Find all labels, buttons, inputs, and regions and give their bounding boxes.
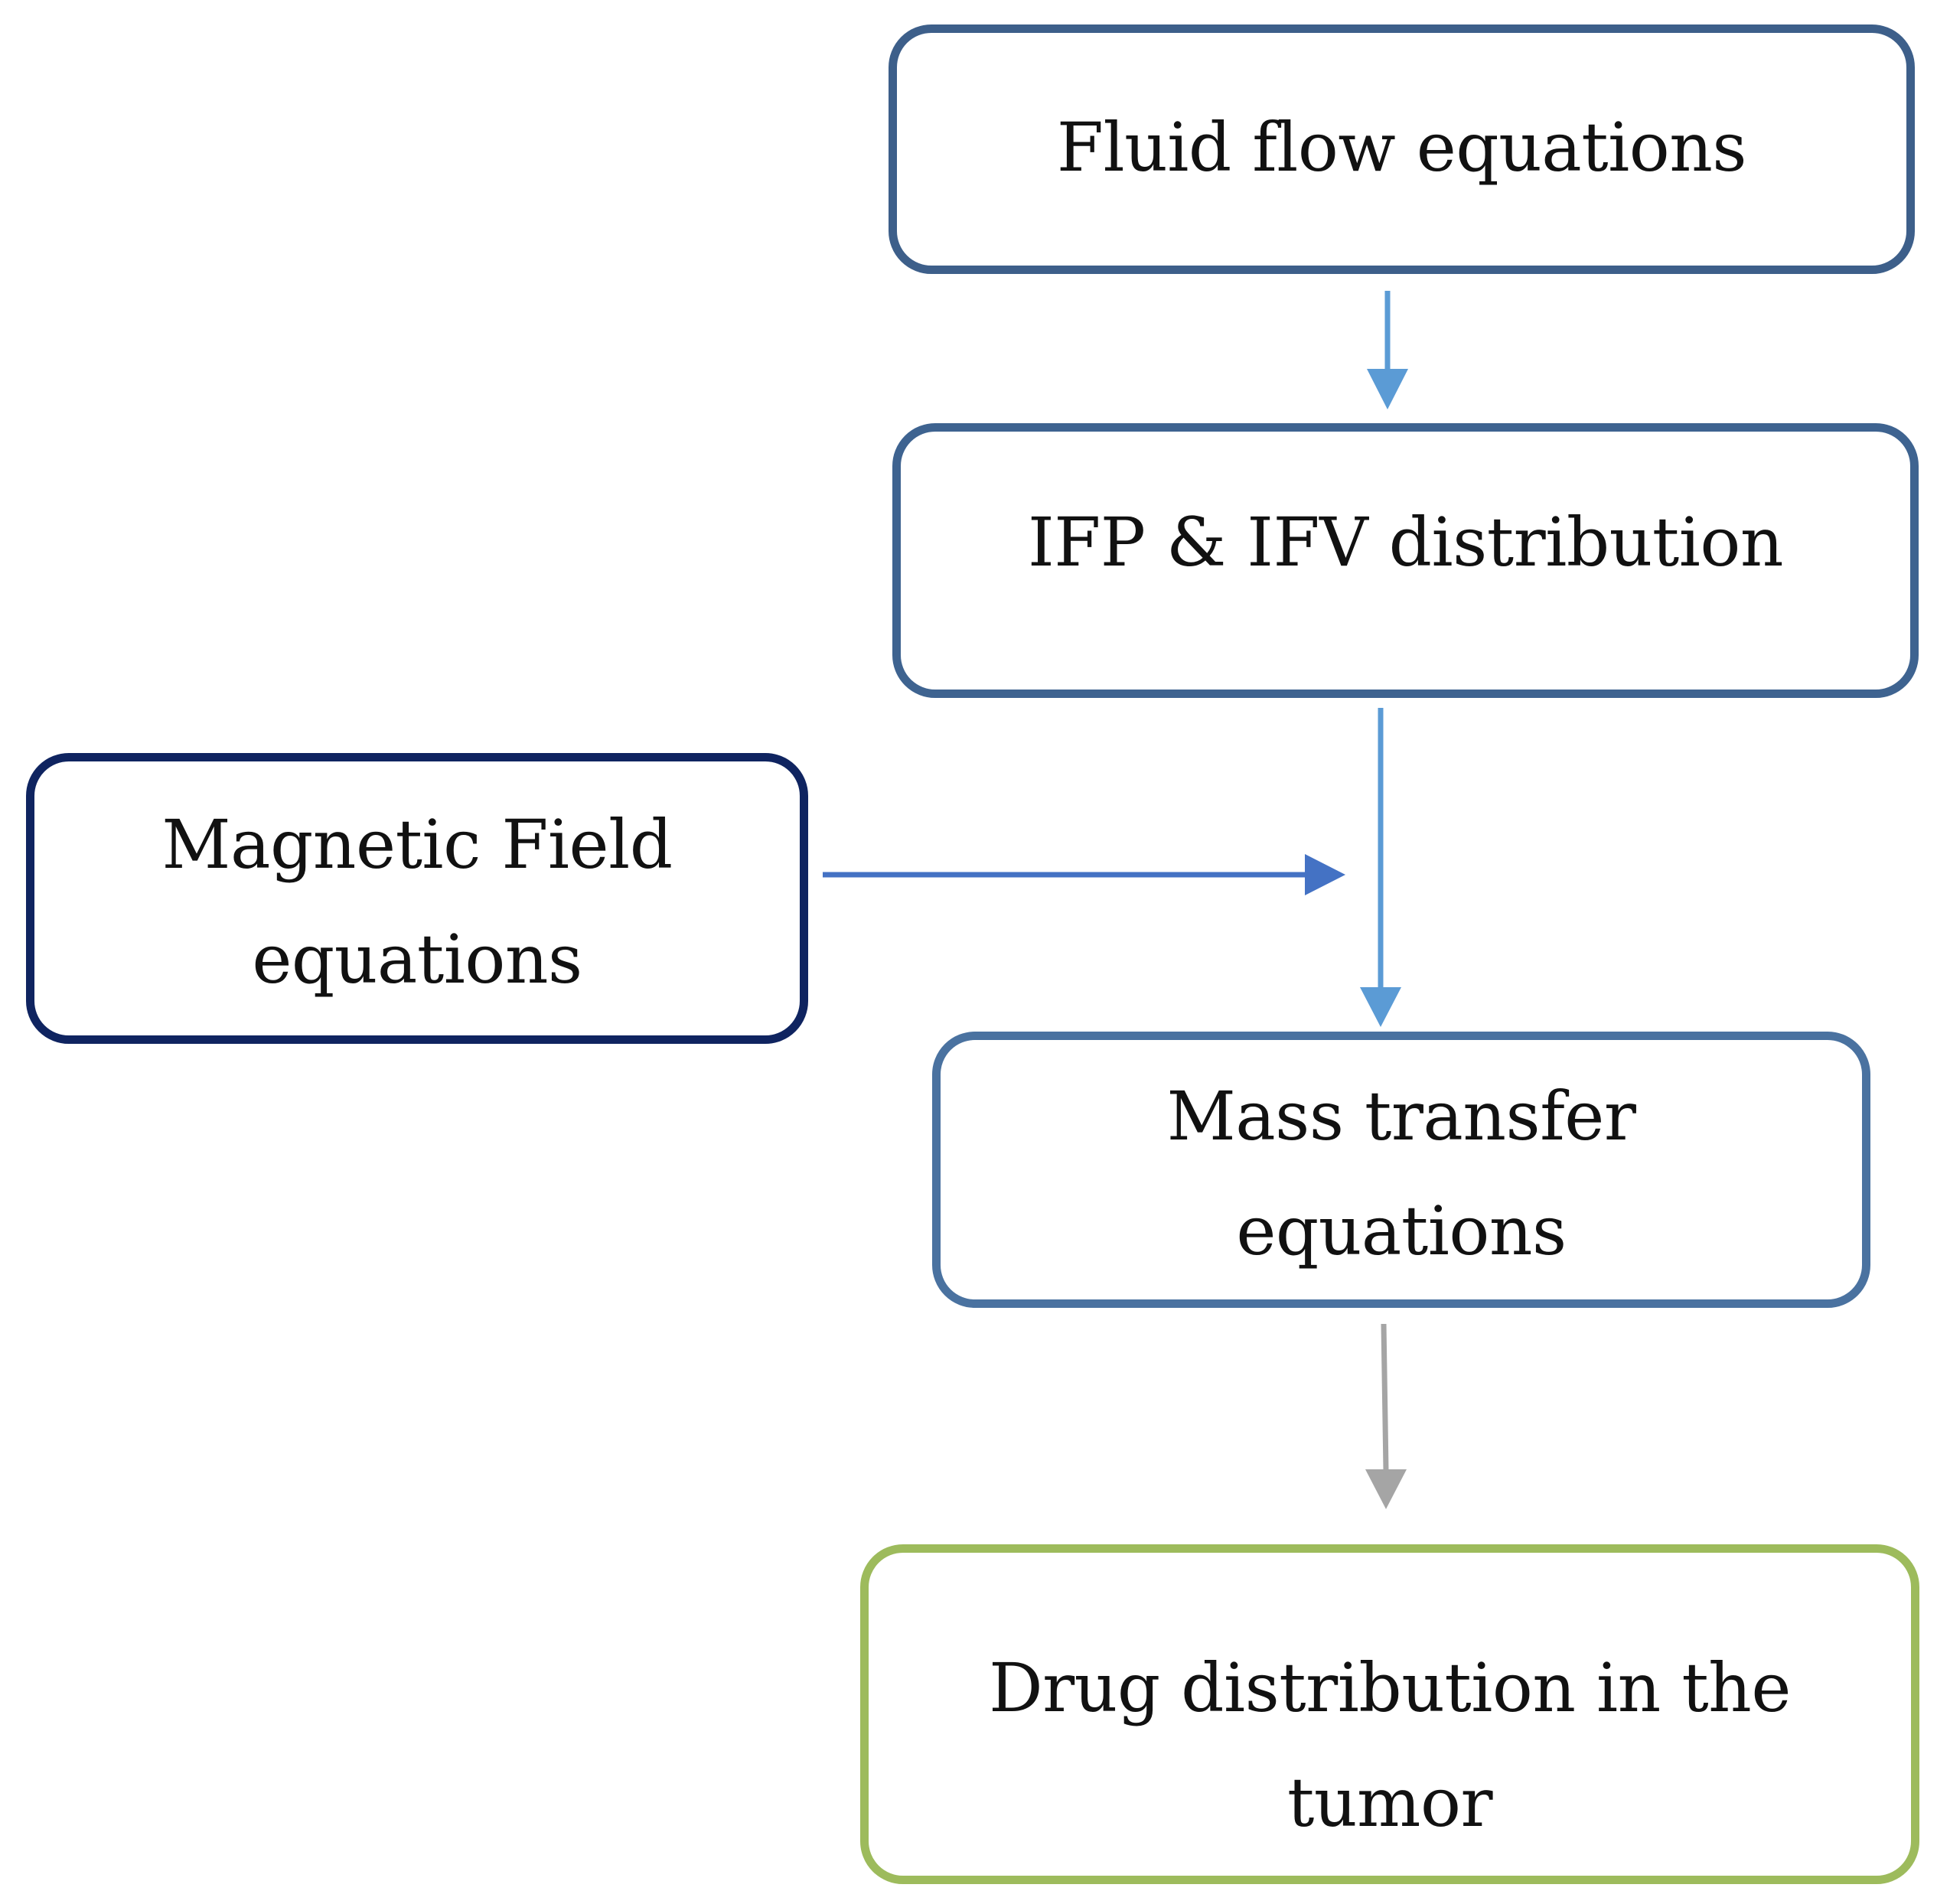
arrow-mass-to-drug — [1365, 1323, 1407, 1509]
magnetic-field-label: Magnetic Field equations — [34, 787, 800, 1017]
arrow-ifp-to-mass — [1360, 708, 1401, 1027]
drug-distribution-label: Drug distribution in the tumor — [869, 1631, 1911, 1860]
arrow-fluid-to-ifp — [1367, 291, 1408, 409]
ifp-ifv-label: IFP & IFV distribution — [901, 485, 1910, 600]
mass-transfer-line-2: equations — [1236, 1192, 1567, 1270]
mass-transfer-line-1: Mass transfer — [1166, 1077, 1636, 1156]
mass-transfer-node: Mass transfer equations — [932, 1032, 1870, 1308]
arrow-magnetic-to-link — [823, 854, 1345, 895]
magnetic-field-line-1: Magnetic Field — [161, 805, 673, 884]
magnetic-field-node: Magnetic Field equations — [26, 753, 808, 1044]
fluid-flow-line-1: Fluid flow equations — [1056, 108, 1747, 187]
magnetic-field-line-2: equations — [252, 920, 582, 999]
ifp-ifv-node: IFP & IFV distribution — [892, 423, 1919, 698]
fluid-flow-node: Fluid flow equations — [889, 24, 1915, 274]
drug-distribution-line-1: Drug distribution in the — [989, 1648, 1791, 1727]
ifp-ifv-line-1: IFP & IFV distribution — [1027, 503, 1784, 582]
drug-distribution-node: Drug distribution in the tumor — [860, 1544, 1919, 1884]
fluid-flow-label: Fluid flow equations — [897, 90, 1906, 205]
mass-transfer-label: Mass transfer equations — [941, 1059, 1862, 1289]
drug-distribution-line-2: tumor — [1286, 1763, 1493, 1842]
